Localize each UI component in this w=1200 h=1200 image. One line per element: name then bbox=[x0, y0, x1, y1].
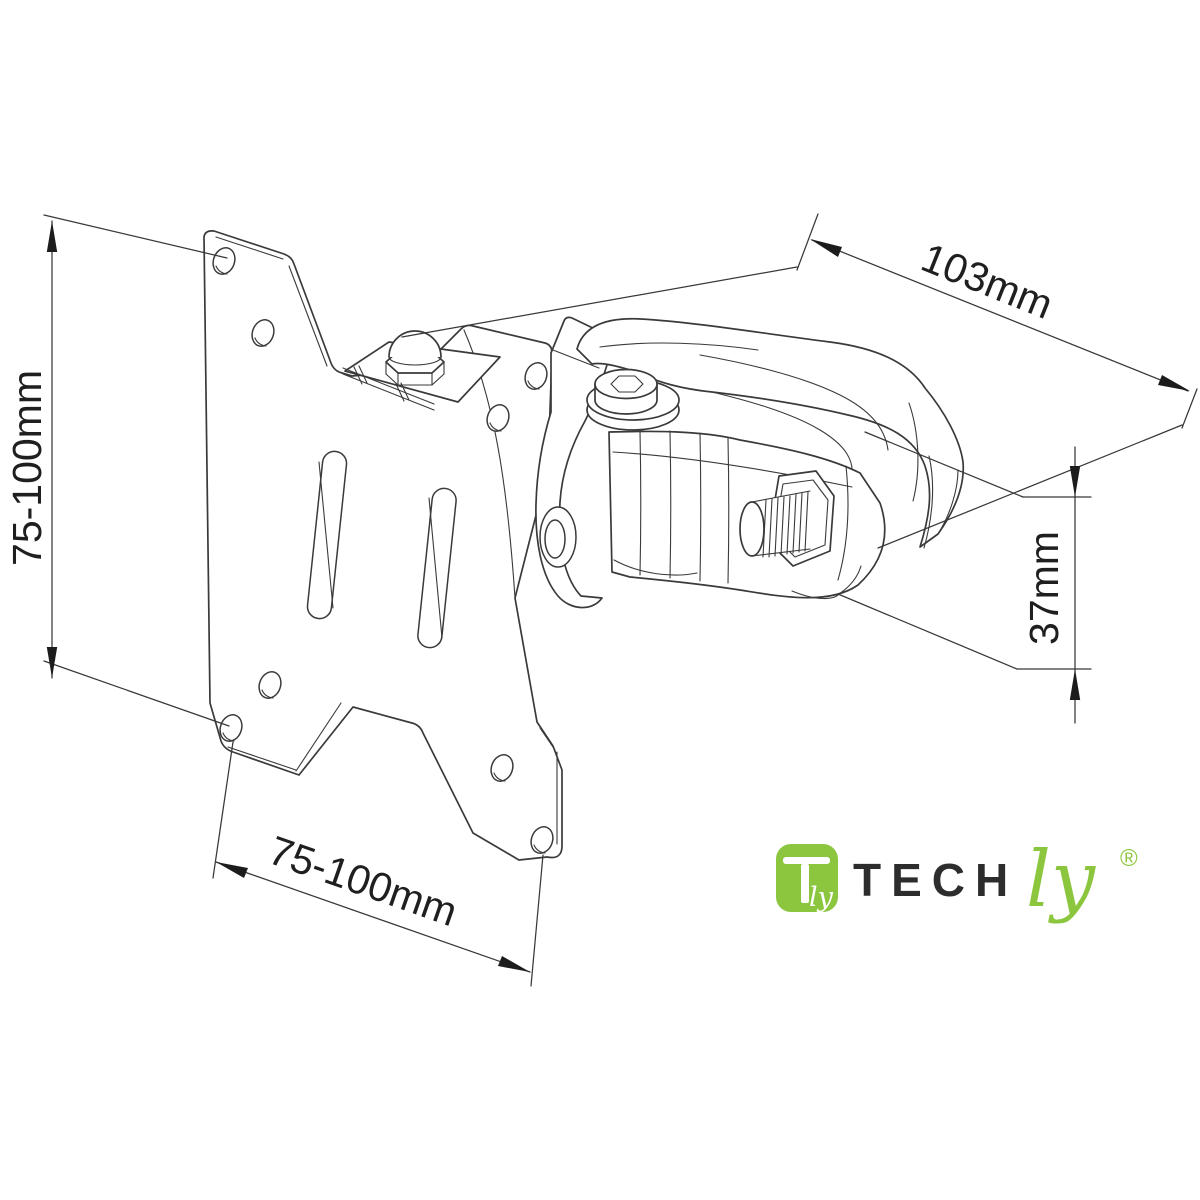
techly-logo: ly TECH ly ® bbox=[776, 835, 1138, 925]
registered-trademark: ® bbox=[1120, 845, 1138, 872]
clamp-nose bbox=[908, 402, 959, 549]
vesa-slots bbox=[306, 450, 457, 649]
vesa-holes bbox=[212, 247, 554, 854]
stud-end-cap bbox=[739, 501, 765, 557]
hex-cap-nut bbox=[385, 330, 445, 386]
tilt-bracket bbox=[342, 330, 501, 411]
dim-label-clamp-length: 103mm bbox=[915, 234, 1059, 328]
tilt-rod bbox=[342, 365, 435, 411]
clamp-ribs bbox=[612, 430, 853, 584]
vesa-plate-outline bbox=[203, 230, 563, 861]
stud-threads bbox=[762, 491, 809, 558]
techly-wordmark: TECH bbox=[853, 854, 1018, 906]
dimension-clamp-opening: 37mm bbox=[837, 431, 1092, 724]
dim-label-vesa-vertical: 75-100mm bbox=[4, 370, 50, 566]
screw-head bbox=[594, 368, 658, 400]
techly-icon-script: ly bbox=[809, 882, 834, 913]
dimension-vesa-vertical: 75-100mm bbox=[4, 214, 230, 727]
pivot-bushing-inner bbox=[544, 519, 566, 559]
hinge-flap bbox=[535, 316, 608, 609]
vesa-plate bbox=[203, 230, 563, 861]
techly-icon-stem bbox=[801, 864, 809, 903]
techly-suffix: ly bbox=[1026, 835, 1096, 925]
dim-label-vesa-horizontal: 75-100mm bbox=[263, 827, 463, 935]
clamp-fastener bbox=[739, 470, 835, 567]
techly-icon-bar bbox=[783, 857, 830, 864]
dim-label-clamp-opening: 37mm bbox=[1021, 531, 1067, 645]
pivot-screw bbox=[586, 368, 680, 431]
pole-clamp bbox=[576, 317, 965, 600]
hex-socket bbox=[610, 375, 644, 393]
